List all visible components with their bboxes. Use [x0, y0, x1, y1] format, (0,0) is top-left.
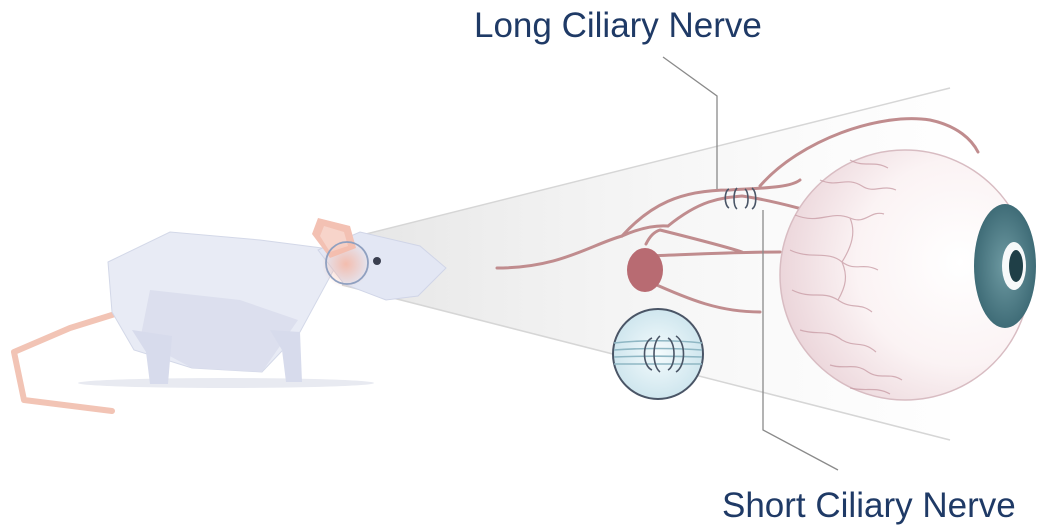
eyeball-illustration	[780, 150, 1036, 400]
mouse-tail	[14, 310, 128, 411]
magnified-cuff-inset-icon	[613, 309, 703, 399]
mouse-illustration	[108, 218, 446, 384]
short-ciliary-nerve-label: Short Ciliary Nerve	[722, 488, 1016, 523]
ciliary-ganglion	[627, 248, 663, 292]
mouse-shadow	[78, 378, 374, 388]
long-ciliary-nerve-label: Long Ciliary Nerve	[474, 8, 762, 43]
